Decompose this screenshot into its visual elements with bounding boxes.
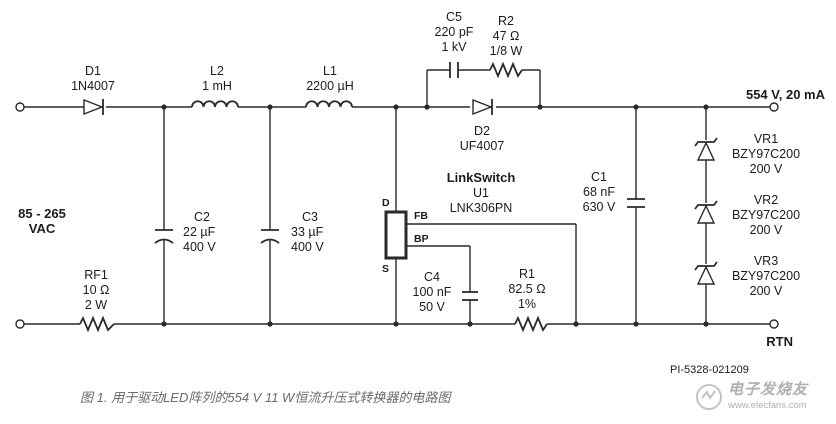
watermark: 电子发烧友 www.elecfans.com	[694, 376, 830, 420]
inductor-l2-symbol	[191, 100, 239, 108]
input-voltage-label: 85 - 265	[18, 206, 66, 221]
vr1-value2: 200 V	[750, 162, 783, 176]
resistor-r1-symbol	[514, 315, 548, 333]
vr1-value1: BZY97C200	[732, 147, 800, 161]
r1-value2: 1%	[518, 297, 536, 311]
l1-ref: L1	[323, 64, 337, 78]
output-terminal-return	[769, 319, 779, 329]
l2-value: 1 mH	[202, 79, 232, 93]
rf1-value1: 10 Ω	[83, 283, 110, 297]
r2-value1: 47 Ω	[493, 29, 520, 43]
r2-value2: 1/8 W	[490, 44, 523, 58]
c5-value1: 220 pF	[435, 25, 474, 39]
resistor-r2-symbol	[489, 61, 523, 79]
c5-ref: C5	[446, 10, 462, 24]
input-terminal-neutral	[15, 319, 25, 329]
rf1-ref: RF1	[84, 268, 108, 282]
d1-ref: D1	[85, 64, 101, 78]
vr2-ref: VR2	[754, 193, 778, 207]
u1-value: LNK306PN	[450, 201, 513, 215]
linkswitch-ic-body	[384, 210, 408, 260]
c2-value2: 400 V	[183, 240, 216, 254]
input-terminal-line	[15, 102, 25, 112]
c3-value1: 33 µF	[291, 225, 324, 239]
u1-pin-fb: FB	[414, 210, 428, 222]
c5-value2: 1 kV	[441, 40, 467, 54]
c1-value2: 630 V	[583, 200, 616, 214]
output-return-label: RTN	[766, 334, 793, 349]
vr3-value2: 200 V	[750, 284, 783, 298]
capacitor-c3-symbol	[260, 229, 280, 244]
zener-vr2-symbol	[694, 200, 718, 224]
vr2-value1: BZY97C200	[732, 208, 800, 222]
d1-value: 1N4007	[71, 79, 115, 93]
capacitor-c1-symbol	[627, 198, 645, 208]
figure-caption: 图 1. 用于驱动LED阵列的554 V 11 W恒流升压式转换器的电路图	[80, 390, 451, 405]
vr3-value1: BZY97C200	[732, 269, 800, 283]
rf1-value2: 2 W	[85, 298, 107, 312]
output-voltage-label: 554 V, 20 mA	[746, 87, 826, 102]
c2-value1: 22 µF	[183, 225, 216, 239]
c1-ref: C1	[591, 170, 607, 184]
d2-ref: D2	[474, 124, 490, 138]
r1-value1: 82.5 Ω	[508, 282, 545, 296]
u1-pin-bp: BP	[414, 233, 429, 245]
u1-family: LinkSwitch	[447, 170, 516, 185]
diode-d1-symbol	[83, 98, 104, 116]
d2-value: UF4007	[460, 139, 505, 153]
c4-ref: C4	[424, 270, 440, 284]
c3-value2: 400 V	[291, 240, 324, 254]
inductor-l1-symbol	[305, 100, 353, 108]
drawing-id: PI-5328-021209	[670, 364, 749, 376]
l2-ref: L2	[210, 64, 224, 78]
l1-value: 2200 µH	[306, 79, 354, 93]
capacitor-c4-symbol	[462, 291, 478, 301]
c4-value1: 100 nF	[413, 285, 452, 299]
input-voltage-unit: VAC	[29, 221, 56, 236]
u1-ref: U1	[473, 186, 489, 200]
c1-value1: 68 nF	[583, 185, 615, 199]
wires	[24, 69, 770, 325]
capacitor-c5-symbol	[449, 62, 459, 78]
vr3-ref: VR3	[754, 254, 778, 268]
u1-pin-d: D	[382, 197, 390, 209]
watermark-url: www.elecfans.com	[728, 400, 807, 411]
capacitor-c2-symbol	[154, 229, 174, 244]
vr1-ref: VR1	[754, 132, 778, 146]
watermark-logo-icon	[696, 384, 722, 410]
output-terminal-positive	[769, 102, 779, 112]
r2-ref: R2	[498, 14, 514, 28]
zener-vr3-symbol	[694, 261, 718, 285]
diode-d2-symbol	[472, 98, 493, 116]
u1-pin-s: S	[382, 263, 389, 275]
resistor-rf1-symbol	[79, 315, 115, 333]
vr2-value2: 200 V	[750, 223, 783, 237]
zener-vr1-symbol	[694, 137, 718, 161]
c4-value2: 50 V	[419, 300, 445, 314]
c3-ref: C3	[302, 210, 318, 224]
c2-ref: C2	[194, 210, 210, 224]
r1-ref: R1	[519, 267, 535, 281]
junction-dots	[161, 104, 709, 327]
watermark-name: 电子发烧友	[728, 380, 809, 398]
